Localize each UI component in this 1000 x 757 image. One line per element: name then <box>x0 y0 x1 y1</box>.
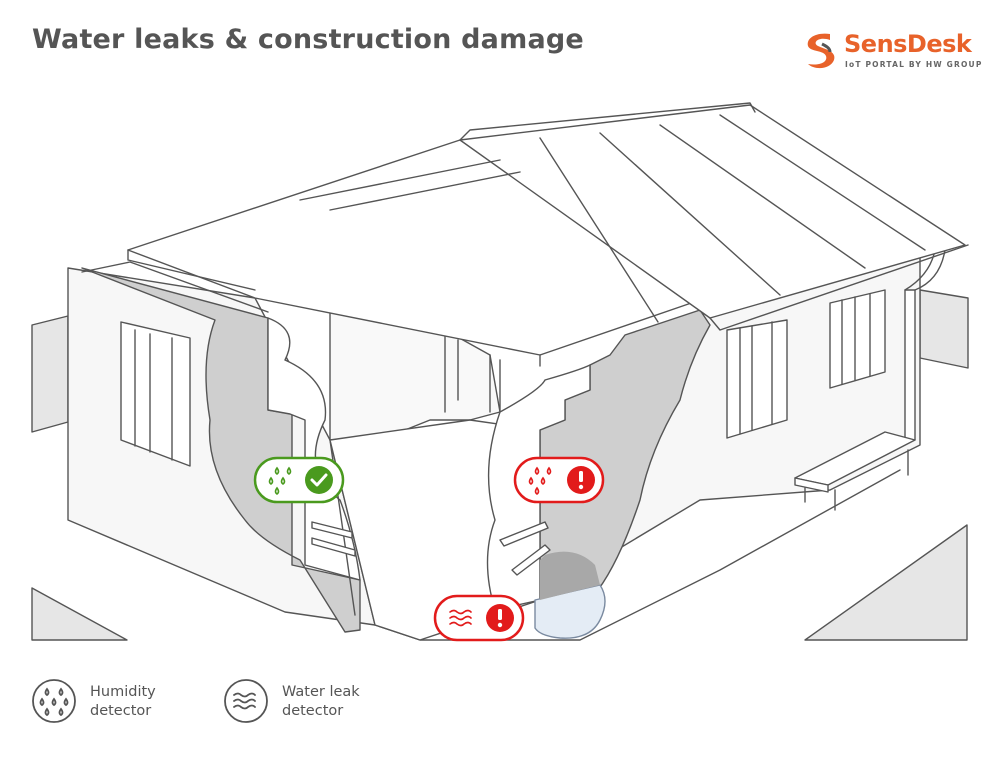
bench <box>794 431 916 511</box>
sensdesk-logo-mark <box>807 33 835 69</box>
legend-humidity-line2: detector <box>90 703 152 719</box>
humidity-sensor-ok <box>253 456 345 504</box>
water-leak-sensor-alarm <box>433 594 525 642</box>
left-wall-break <box>267 317 361 581</box>
logo-name: SensDesk <box>844 30 972 58</box>
left-wall-cut <box>81 267 361 633</box>
humidity-icon <box>268 466 292 495</box>
humidity-icon <box>528 466 552 495</box>
right-window-2 <box>829 289 886 389</box>
right-pipes <box>499 521 551 576</box>
fence-left <box>31 315 128 641</box>
water-leak-icon <box>449 609 472 627</box>
legend-humidity-label: Humidity detector <box>90 683 200 721</box>
water-puddle <box>534 584 606 639</box>
left-pipes <box>311 521 356 557</box>
roof-right <box>459 104 966 319</box>
right-window-1 <box>726 319 788 439</box>
logo-tagline: IoT PORTAL BY HW GROUP <box>845 60 983 69</box>
page-title: Water leaks & construction damage <box>32 24 584 55</box>
water-stain <box>540 551 600 600</box>
legend-humidity-icon <box>32 679 76 723</box>
left-window <box>120 321 191 467</box>
legend-water-leak-label: Water leak detector <box>282 683 392 721</box>
sensdesk-logo: SensDesk IoT PORTAL BY HW GROUP <box>800 30 981 74</box>
legend-water-leak-icon <box>224 679 268 723</box>
legend-water-leak-line2: detector <box>282 703 344 719</box>
checkmark-icon <box>305 466 333 494</box>
legend-water-leak-line1: Water leak <box>282 684 360 700</box>
legend-humidity-line1: Humidity <box>90 684 156 700</box>
fence-right <box>804 289 969 641</box>
humidity-sensor-alarm <box>513 456 605 504</box>
